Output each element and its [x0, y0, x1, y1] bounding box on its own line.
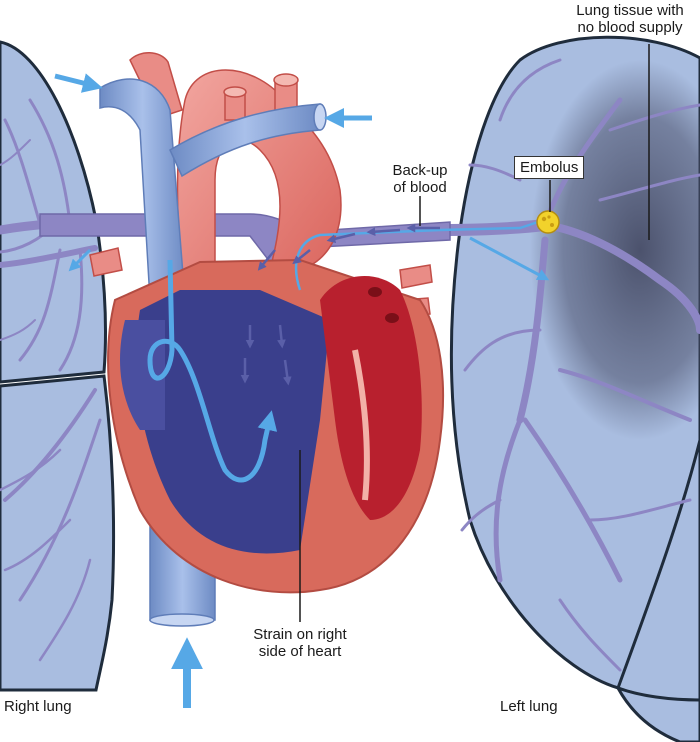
flow-arrow-left-lung: [469, 236, 550, 281]
label-embolus: Embolus: [514, 156, 585, 179]
pulmonary-vein-orifice-2: [385, 313, 399, 323]
left-lung-lower-tip: [614, 685, 700, 742]
left-lung-fissure: [616, 439, 700, 689]
label-back-up-line-2: of blood: [393, 179, 447, 196]
label-lung-tissue-no-blood-supply: Lung tissue with no blood supply: [560, 2, 700, 36]
flow-path-right-heart: [147, 259, 278, 483]
label-right-lung: Right lung: [4, 698, 72, 715]
flow-path-pulmonary-trunk: [294, 220, 539, 291]
aortic-branch-2-opening: [223, 86, 247, 98]
pulmonary-vein-upper: [399, 264, 433, 289]
aortic-branch-1: [129, 52, 183, 119]
right-lung-upper-lobe: [0, 40, 108, 384]
right-lung: [0, 40, 116, 692]
aortic-branch-3-opening: [273, 73, 299, 87]
backup-arrows: [240, 223, 440, 386]
blood-flow-arrows: [54, 73, 539, 708]
pulmonary-vein-right: [89, 247, 123, 277]
label-back-up-line-1: Back-up: [392, 162, 448, 179]
pulmonary-vein-orifice-1: [368, 287, 382, 297]
inflow-arrow-superior-vena-cava: [54, 73, 103, 93]
label-strain-on-right-side-of-heart: Strain on right side of heart: [240, 626, 360, 660]
label-strain-line-2: side of heart: [258, 643, 342, 660]
embolus-clot: [536, 210, 560, 234]
brachiocephalic-vein-opening: [313, 103, 327, 131]
left-chamber: [320, 276, 422, 520]
mitral-valve: [352, 349, 370, 501]
label-back-up-of-blood: Back-up of blood: [372, 162, 468, 196]
label-strain-line-1: Strain on right: [253, 626, 347, 643]
label-left-lung: Left lung: [500, 698, 558, 715]
inferior-vena-cava-opening: [149, 613, 215, 627]
flow-arrow-right-lung-lower: [68, 248, 92, 272]
leader-lines: [299, 44, 650, 622]
label-lung-tissue-line-1: Lung tissue with: [576, 2, 684, 19]
label-lung-tissue-line-2: no blood supply: [577, 19, 683, 36]
left-lung: [444, 35, 700, 742]
